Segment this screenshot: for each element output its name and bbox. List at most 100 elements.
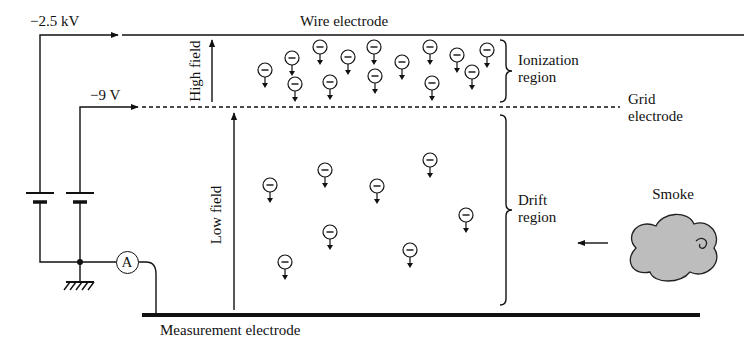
minus-sign bbox=[345, 56, 352, 57]
drift-arrow bbox=[456, 62, 457, 69]
minus-sign bbox=[372, 75, 379, 76]
ion-circle bbox=[459, 208, 473, 222]
drift-arrowhead bbox=[399, 75, 405, 80]
drift-arrowhead bbox=[289, 71, 295, 76]
drift-arrow bbox=[429, 167, 430, 174]
minus-sign bbox=[322, 169, 329, 170]
ion-circle bbox=[285, 51, 299, 65]
ion-circle bbox=[318, 163, 332, 177]
drift-arrowhead bbox=[429, 96, 435, 101]
ion-circle bbox=[288, 77, 302, 91]
drift-arrow bbox=[486, 57, 487, 64]
drift-arrow bbox=[284, 269, 285, 276]
ion-symbol bbox=[323, 75, 337, 100]
drift-arrow bbox=[294, 91, 295, 98]
smoke-cloud: Smoke bbox=[618, 186, 728, 284]
minus-sign bbox=[427, 46, 434, 47]
drift-arrowhead bbox=[262, 83, 268, 88]
ion-symbol bbox=[285, 51, 299, 76]
ion-symbol bbox=[425, 76, 439, 101]
measurement-electrode bbox=[142, 313, 700, 317]
drift-arrow bbox=[471, 79, 472, 86]
ion-symbol bbox=[423, 153, 437, 178]
minus-sign bbox=[399, 61, 406, 62]
minus-sign bbox=[427, 159, 434, 160]
ion-circle bbox=[258, 63, 272, 77]
electrode-label: Grid electrode bbox=[628, 91, 708, 124]
ion-circle bbox=[341, 50, 355, 64]
ion-circle bbox=[263, 178, 277, 192]
drift-arrowhead bbox=[282, 275, 288, 280]
drift-arrowhead bbox=[317, 60, 323, 65]
ion-circle bbox=[480, 43, 494, 57]
node-text: Smoke bbox=[618, 186, 728, 203]
drift-arrow bbox=[324, 177, 325, 184]
battery-plate bbox=[26, 192, 54, 194]
ion-symbol bbox=[423, 40, 437, 65]
drift-arrow bbox=[264, 77, 265, 84]
ion-symbol bbox=[313, 40, 327, 65]
ion-circle bbox=[395, 55, 409, 69]
ion-symbol bbox=[403, 243, 417, 268]
voltage-label: −9 V bbox=[90, 87, 120, 104]
minus-sign bbox=[374, 185, 381, 186]
meter-wire bbox=[137, 262, 156, 313]
ion-symbol bbox=[258, 63, 272, 88]
ion-symbol bbox=[323, 225, 337, 250]
ion-circle bbox=[425, 76, 439, 90]
drift-arrowhead bbox=[407, 263, 413, 268]
voltage-label: −2.5 kV bbox=[30, 13, 79, 30]
minus-sign bbox=[262, 69, 269, 70]
minus-sign bbox=[429, 82, 436, 83]
minus-sign bbox=[327, 81, 334, 82]
wire-electrode bbox=[122, 34, 744, 35]
drift-arrowhead bbox=[292, 97, 298, 102]
ion-symbol bbox=[341, 50, 355, 75]
drift-arrowhead bbox=[469, 85, 475, 90]
drift-arrowhead bbox=[484, 63, 490, 68]
ion-group bbox=[258, 40, 494, 280]
drift-arrow bbox=[431, 90, 432, 97]
ion-symbol bbox=[395, 55, 409, 80]
drift-arrow bbox=[374, 83, 375, 90]
ion-symbol bbox=[318, 163, 332, 188]
drift-arrowhead bbox=[322, 183, 328, 188]
minus-sign bbox=[469, 71, 476, 72]
ion-circle bbox=[368, 69, 382, 83]
ion-circle bbox=[423, 40, 437, 54]
ion-symbol bbox=[459, 208, 473, 233]
minus-sign bbox=[454, 54, 461, 55]
ion-circle bbox=[450, 48, 464, 62]
drift-arrowhead bbox=[371, 60, 377, 65]
ion-symbol bbox=[263, 178, 277, 203]
grid-lead bbox=[80, 107, 138, 193]
drift-arrowhead bbox=[267, 198, 273, 203]
ion-circle bbox=[367, 40, 381, 54]
drift-arrowhead bbox=[427, 173, 433, 178]
ion-symbol bbox=[480, 43, 494, 68]
minus-sign bbox=[407, 249, 414, 250]
drift-arrowhead bbox=[463, 228, 469, 233]
ion-symbol bbox=[278, 255, 292, 280]
drift-arrowhead bbox=[454, 68, 460, 73]
electrode-label: Measurement electrode bbox=[160, 322, 300, 339]
ion-circle bbox=[323, 75, 337, 89]
minus-sign bbox=[292, 83, 299, 84]
region-brace bbox=[500, 40, 512, 102]
drift-arrow bbox=[291, 65, 292, 72]
drift-arrow bbox=[329, 239, 330, 246]
drift-arrowhead bbox=[345, 70, 351, 75]
drift-arrowhead bbox=[427, 60, 433, 65]
grid-electrode bbox=[142, 106, 620, 107]
return-wire bbox=[40, 202, 117, 262]
minus-sign bbox=[484, 49, 491, 50]
minus-sign bbox=[267, 184, 274, 185]
drift-arrow bbox=[373, 54, 374, 61]
minus-sign bbox=[282, 261, 289, 262]
ion-circle bbox=[278, 255, 292, 269]
smoke-arrow bbox=[578, 242, 608, 243]
ion-symbol bbox=[465, 65, 479, 90]
